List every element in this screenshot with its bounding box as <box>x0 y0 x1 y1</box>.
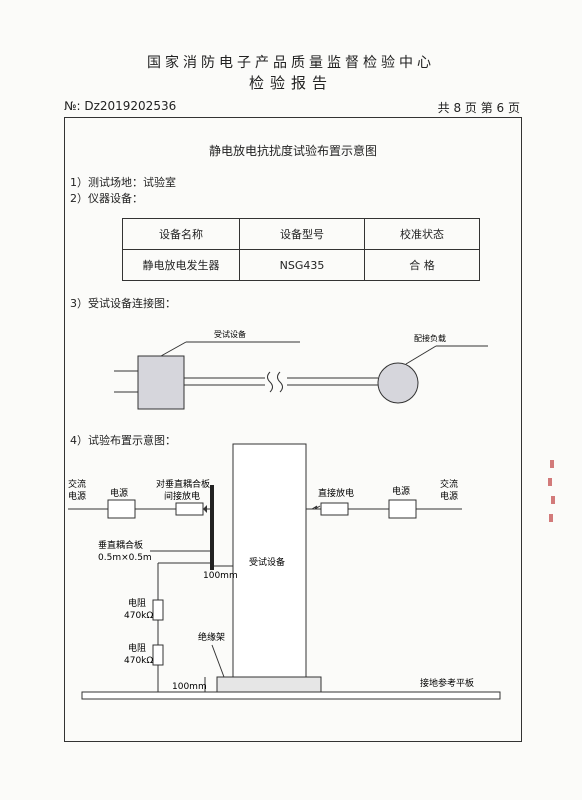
ac-power-right-1: 交流 <box>440 478 458 490</box>
ac-power-left-2: 电源 <box>68 490 86 502</box>
eut-box <box>232 443 307 678</box>
eut-box <box>137 355 185 410</box>
discharge-tip <box>311 505 321 510</box>
page-info: 共 8 页 第 6 页 <box>437 101 520 115</box>
layout-diagram: 接地参考平板 绝缘架 受试设备 交流 电源 电源 对垂直耦合板 间接放电 垂直耦… <box>68 443 501 700</box>
connection-diagram: 受试设备 配接负载 <box>114 329 488 410</box>
dim-100-right: 100mm <box>203 571 238 581</box>
leader-line <box>211 644 225 678</box>
ground-plane <box>81 691 501 700</box>
doc-type: 检验报告 <box>248 74 333 92</box>
generator-box <box>175 502 204 516</box>
report-number: №: Dz2019202536 <box>64 99 177 113</box>
insulation-support <box>216 676 322 693</box>
cell-status: 合 格 <box>364 249 480 281</box>
org-name: 国家消防电子产品质量监督检验中心 <box>147 55 435 71</box>
power-left: 电源 <box>110 487 128 499</box>
leader-line <box>160 341 187 357</box>
vcp-label-2: 0.5m×0.5m <box>98 553 152 563</box>
connection-heading: 3）受试设备连接图： <box>70 297 176 310</box>
insulation-label: 绝缘架 <box>198 631 225 643</box>
eut-label: 受试设备 <box>214 329 246 339</box>
load-circle <box>377 362 419 404</box>
power-box <box>107 499 136 519</box>
vertical-coupling-plane <box>210 485 214 570</box>
indirect-1: 对垂直耦合板 <box>156 478 210 490</box>
power-right: 电源 <box>392 485 410 497</box>
test-site: 1）测试场地：试验室 <box>70 176 176 189</box>
res1-label-2: 470kΩ <box>124 611 153 621</box>
dim-100-bottom: 100mm <box>172 682 207 692</box>
res2-label-1: 电阻 <box>128 642 146 654</box>
col-header-status: 校准状态 <box>364 218 480 250</box>
content-frame <box>64 117 522 742</box>
ac-power-right-2: 电源 <box>440 490 458 502</box>
layout-heading: 4）试验布置示意图： <box>70 434 176 447</box>
seal-mark <box>545 460 559 580</box>
res2-label-2: 470kΩ <box>124 656 153 666</box>
load-label: 配接负载 <box>414 333 446 343</box>
discharge-tip <box>203 505 207 513</box>
cell-name: 静电放电发生器 <box>122 249 240 281</box>
ground-plane-label: 接地参考平板 <box>420 677 474 689</box>
generator-box <box>320 502 349 516</box>
vcp-label-1: 垂直耦合板 <box>98 539 143 551</box>
direct-label: 直接放电 <box>318 487 354 499</box>
resistor-2 <box>152 644 164 666</box>
table-row: 静电放电发生器 NSG435 合 格 <box>122 249 480 281</box>
res1-label-1: 电阻 <box>128 597 146 609</box>
leader-line <box>405 345 437 365</box>
page-title: 静电放电抗扰度试验布置示意图 <box>208 144 377 158</box>
break-mark <box>267 371 273 393</box>
eut-layout-label: 受试设备 <box>249 556 285 568</box>
resistor-1 <box>152 599 164 621</box>
col-header-model: 设备型号 <box>239 218 365 250</box>
break-mark <box>277 371 283 393</box>
indirect-2: 间接放电 <box>164 490 200 502</box>
equipment-table: 设备名称 设备型号 校准状态 静电放电发生器 NSG435 合 格 <box>122 218 480 281</box>
ac-power-left-1: 交流 <box>68 478 86 490</box>
instruments-heading: 2）仪器设备： <box>70 192 143 205</box>
power-box <box>388 499 417 519</box>
cell-model: NSG435 <box>239 249 365 281</box>
